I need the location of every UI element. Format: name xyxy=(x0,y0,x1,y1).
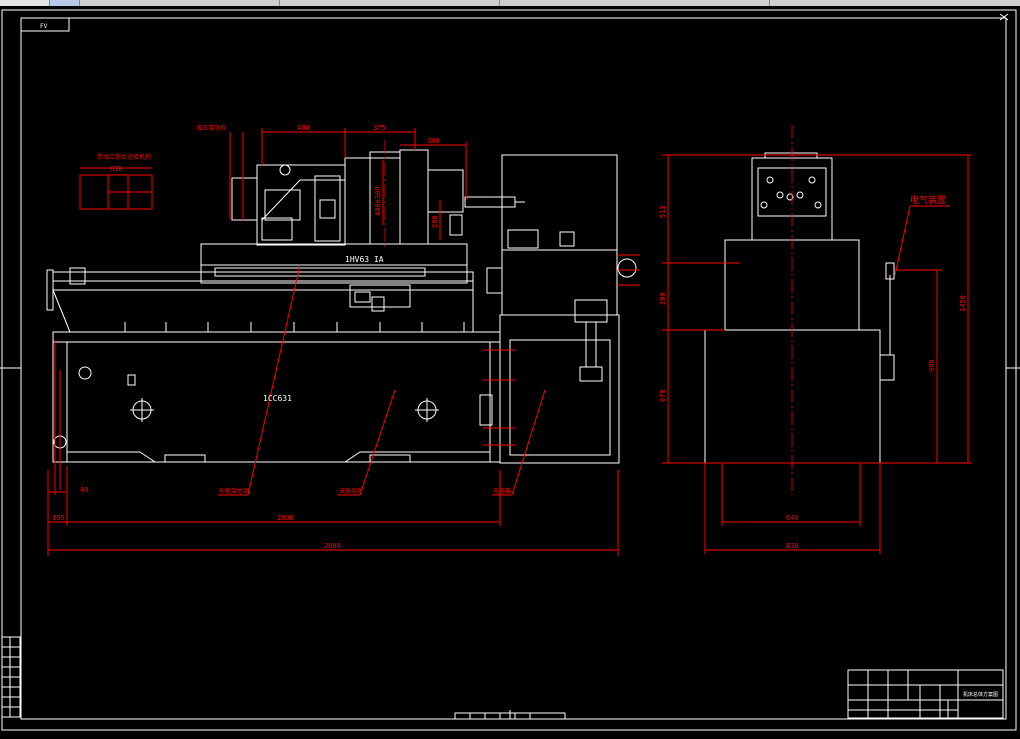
toolbar-tab-layout-2[interactable] xyxy=(280,0,500,6)
view-label-box: FV xyxy=(20,17,70,32)
dim-670: 670 xyxy=(659,389,667,402)
dim-40: 40 xyxy=(80,486,88,494)
revision-strip xyxy=(1,636,21,718)
leader-label-2: 床身部件 xyxy=(339,487,363,495)
dim-2608: 2608 xyxy=(324,542,341,550)
dim-2030: 2030 xyxy=(277,514,294,522)
toolbar-tab-model[interactable] xyxy=(50,0,80,6)
drawing-canvas[interactable]: FV xyxy=(0,6,1020,735)
leader-label-1: 砂轮架总图 xyxy=(219,487,249,495)
window-toolbar xyxy=(0,0,1020,6)
dim-vertical: 400x380 xyxy=(374,186,382,216)
leader-lines: 砂轮架总图 床身部件 电器箱 1CC631 xyxy=(218,140,546,496)
base-label: 1CC631 xyxy=(263,394,292,403)
left-table-title: 传动工作台进给机构 xyxy=(97,153,151,161)
top-note: 液压泵电机 xyxy=(196,124,226,132)
dim-830: 830 xyxy=(786,542,799,550)
table-630: 630 xyxy=(110,165,123,173)
dim-290: 290 xyxy=(659,292,667,305)
view-label: FV xyxy=(40,23,48,30)
table-bolts xyxy=(124,322,465,332)
title-block: 机床总体方案图 xyxy=(847,669,1004,719)
dim-640: 640 xyxy=(786,514,799,522)
dim-375: 375 xyxy=(373,124,386,132)
dim-1450: 1450 xyxy=(959,295,967,312)
electrical-cabinet xyxy=(499,314,620,464)
front-dimensions: 400 375 300 液压泵电机 400x380 200 传动工作台进给机构 … xyxy=(47,124,640,556)
bottom-ruler xyxy=(454,712,566,720)
wheelhead-base xyxy=(200,243,468,284)
side-label: 电气装置 xyxy=(910,194,946,206)
toolbar-tab-layout-3[interactable] xyxy=(500,0,770,6)
dim-400: 400 xyxy=(297,124,310,132)
leader-label-3: 电器箱 xyxy=(493,487,511,495)
side-dimensions: 513 290 670 900 1450 640 830 电气装置 xyxy=(659,154,972,554)
front-view: 1HV63 IA xyxy=(46,149,637,464)
model-label: 1HV63 IA xyxy=(345,255,384,264)
dim-900: 900 xyxy=(928,359,936,372)
side-base xyxy=(704,329,881,464)
side-view xyxy=(704,125,895,495)
dim-513: 513 xyxy=(659,205,667,218)
cad-drawing: FV xyxy=(0,9,1020,731)
title-drawing-name: 机床总体方案图 xyxy=(963,691,998,698)
toolbar-tab-layout-1[interactable] xyxy=(80,0,280,6)
toolbar-tab-file[interactable] xyxy=(0,0,50,6)
dim-105: 105 xyxy=(52,514,65,522)
dim-300: 300 xyxy=(427,137,440,145)
dim-200: 200 xyxy=(431,215,439,228)
